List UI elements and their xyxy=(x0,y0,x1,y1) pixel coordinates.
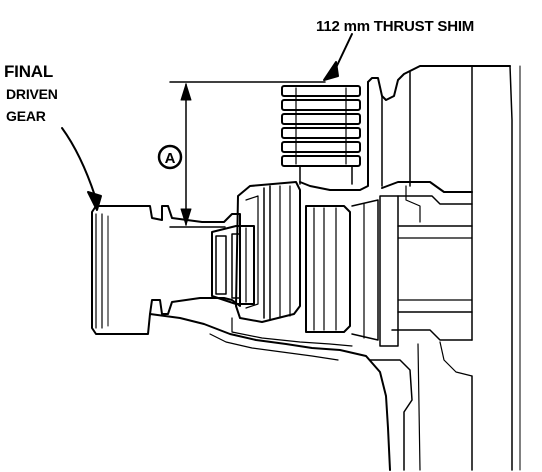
gear-leader-arrow xyxy=(61,127,102,211)
carrier-bearing xyxy=(211,225,255,305)
final-driven-gear xyxy=(91,205,241,335)
thrust-shim-label: 112 mm THRUST SHIM xyxy=(316,18,475,35)
lower-casing xyxy=(149,313,473,471)
dimension-a-letter: A xyxy=(165,150,176,167)
side-gear-assembly xyxy=(305,195,399,347)
transmission-housing xyxy=(299,65,521,471)
dimension-a xyxy=(169,81,326,228)
shim-leader-arrow xyxy=(323,33,353,81)
final-driven-gear-label-line3: GEAR xyxy=(6,108,46,124)
axle-shaft xyxy=(381,181,473,341)
dimension-a-marker: A xyxy=(157,144,183,170)
final-driven-gear-label-line2: DRIVEN xyxy=(6,86,58,102)
thrust-shim-stack xyxy=(281,85,361,185)
final-driven-gear-label-line1: FINAL xyxy=(4,62,54,81)
differential-gear-body xyxy=(235,181,301,323)
